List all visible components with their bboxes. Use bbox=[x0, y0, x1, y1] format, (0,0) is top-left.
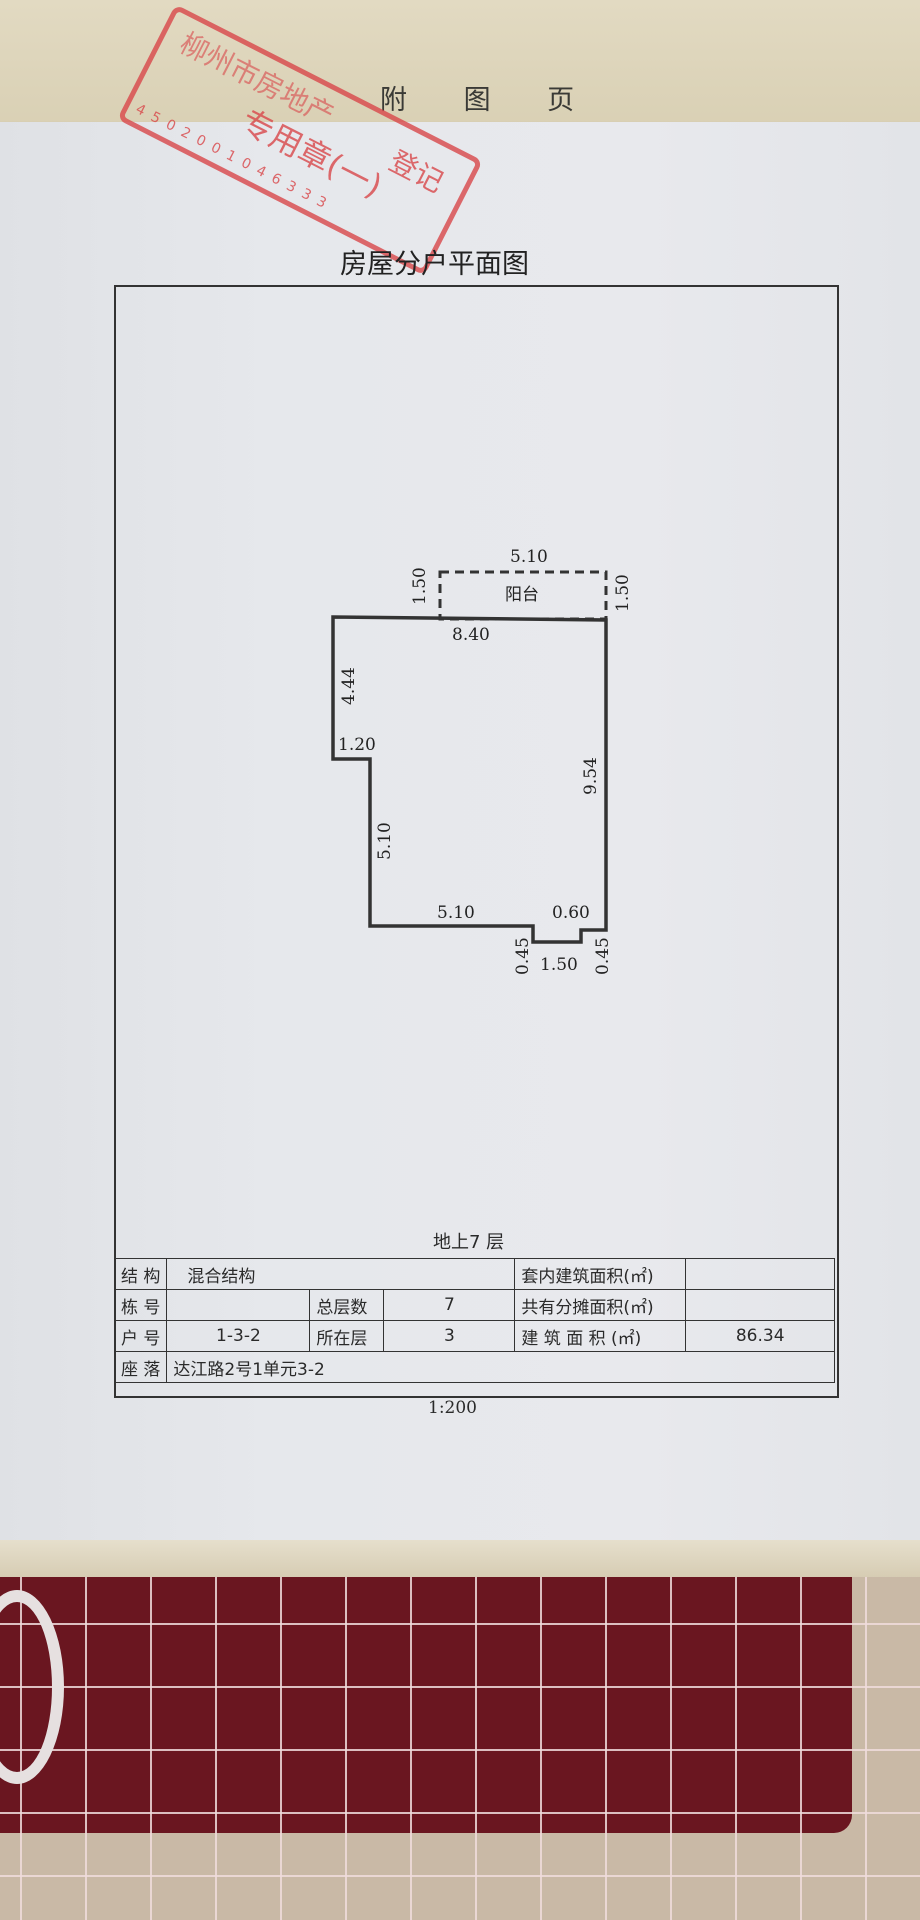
dim-right-height: 9.54 bbox=[581, 757, 601, 795]
structure-value: 混合结构 bbox=[166, 1258, 516, 1290]
appendix-page-title: 附 图 页 bbox=[380, 85, 599, 116]
dim-notch-width: 1.50 bbox=[540, 955, 578, 975]
dim-balcony-depth-left: 1.50 bbox=[410, 567, 430, 605]
property-info-table: 结 构 混合结构 套内建筑面积(㎡) 栋 号 总层数 7 共有分摊面积(㎡) 户… bbox=[113, 1258, 835, 1383]
location-value: 达江路2号1单元3-2 bbox=[166, 1351, 835, 1383]
unit-no-label: 户 号 bbox=[113, 1320, 168, 1352]
scale-label: 1:200 bbox=[428, 1398, 477, 1418]
table-row: 座 落 达江路2号1单元3-2 bbox=[113, 1351, 835, 1383]
dim-balcony-width: 5.10 bbox=[510, 547, 548, 567]
inner-area-value bbox=[685, 1258, 835, 1290]
building-no-value bbox=[166, 1289, 311, 1321]
structure-label: 结 构 bbox=[113, 1258, 168, 1290]
floor-value: 3 bbox=[383, 1320, 516, 1352]
dim-balcony-depth-right: 1.50 bbox=[613, 574, 633, 612]
dim-notch-left: 0.45 bbox=[513, 937, 533, 975]
underlying-page-edge bbox=[0, 1540, 920, 1578]
dim-left-lower: 5.10 bbox=[375, 822, 395, 860]
official-stamp: 柳州市房地产 专用章(一) 登记 4502001046333 bbox=[119, 7, 481, 273]
gross-area-value: 86.34 bbox=[685, 1320, 835, 1352]
total-floors-label: 总层数 bbox=[309, 1289, 385, 1321]
total-floors-value: 7 bbox=[383, 1289, 516, 1321]
inner-area-label: 套内建筑面积(㎡) bbox=[514, 1258, 687, 1290]
table-row: 户 号 1-3-2 所在层 3 建 筑 面 积 (㎡) 86.34 bbox=[113, 1320, 835, 1352]
dim-left-step: 1.20 bbox=[338, 735, 376, 755]
grid-overlay bbox=[0, 1577, 920, 1920]
table-row: 栋 号 总层数 7 共有分摊面积(㎡) bbox=[113, 1289, 835, 1321]
dim-bottom-left: 5.10 bbox=[437, 903, 475, 923]
balcony-label: 阳台 bbox=[505, 585, 539, 605]
floor-plan: 阳台 5.10 1.50 1.50 8.40 4.44 1.20 5.10 5.… bbox=[331, 547, 633, 975]
dim-bottom-right: 0.60 bbox=[552, 903, 590, 923]
floor-label-cell: 所在层 bbox=[309, 1320, 385, 1352]
balcony-outline bbox=[438, 570, 608, 621]
drawing-frame bbox=[114, 285, 839, 1398]
document-title: 房屋分户平面图 bbox=[340, 249, 529, 280]
unit-no-value: 1-3-2 bbox=[166, 1320, 311, 1352]
dim-top-width: 8.40 bbox=[452, 625, 490, 645]
background-cover-page bbox=[0, 0, 920, 130]
dim-notch-right: 0.45 bbox=[593, 937, 613, 975]
dim-left-upper: 4.44 bbox=[339, 667, 359, 705]
shared-area-label: 共有分摊面积(㎡) bbox=[514, 1289, 687, 1321]
gross-area-label: 建 筑 面 积 (㎡) bbox=[514, 1320, 687, 1352]
location-label: 座 落 bbox=[113, 1351, 168, 1383]
table-row: 结 构 混合结构 套内建筑面积(㎡) bbox=[113, 1258, 835, 1290]
unit-outline bbox=[331, 615, 608, 944]
floor-label: 地上7 层 bbox=[433, 1232, 505, 1253]
shared-area-value bbox=[685, 1289, 835, 1321]
building-no-label: 栋 号 bbox=[113, 1289, 168, 1321]
